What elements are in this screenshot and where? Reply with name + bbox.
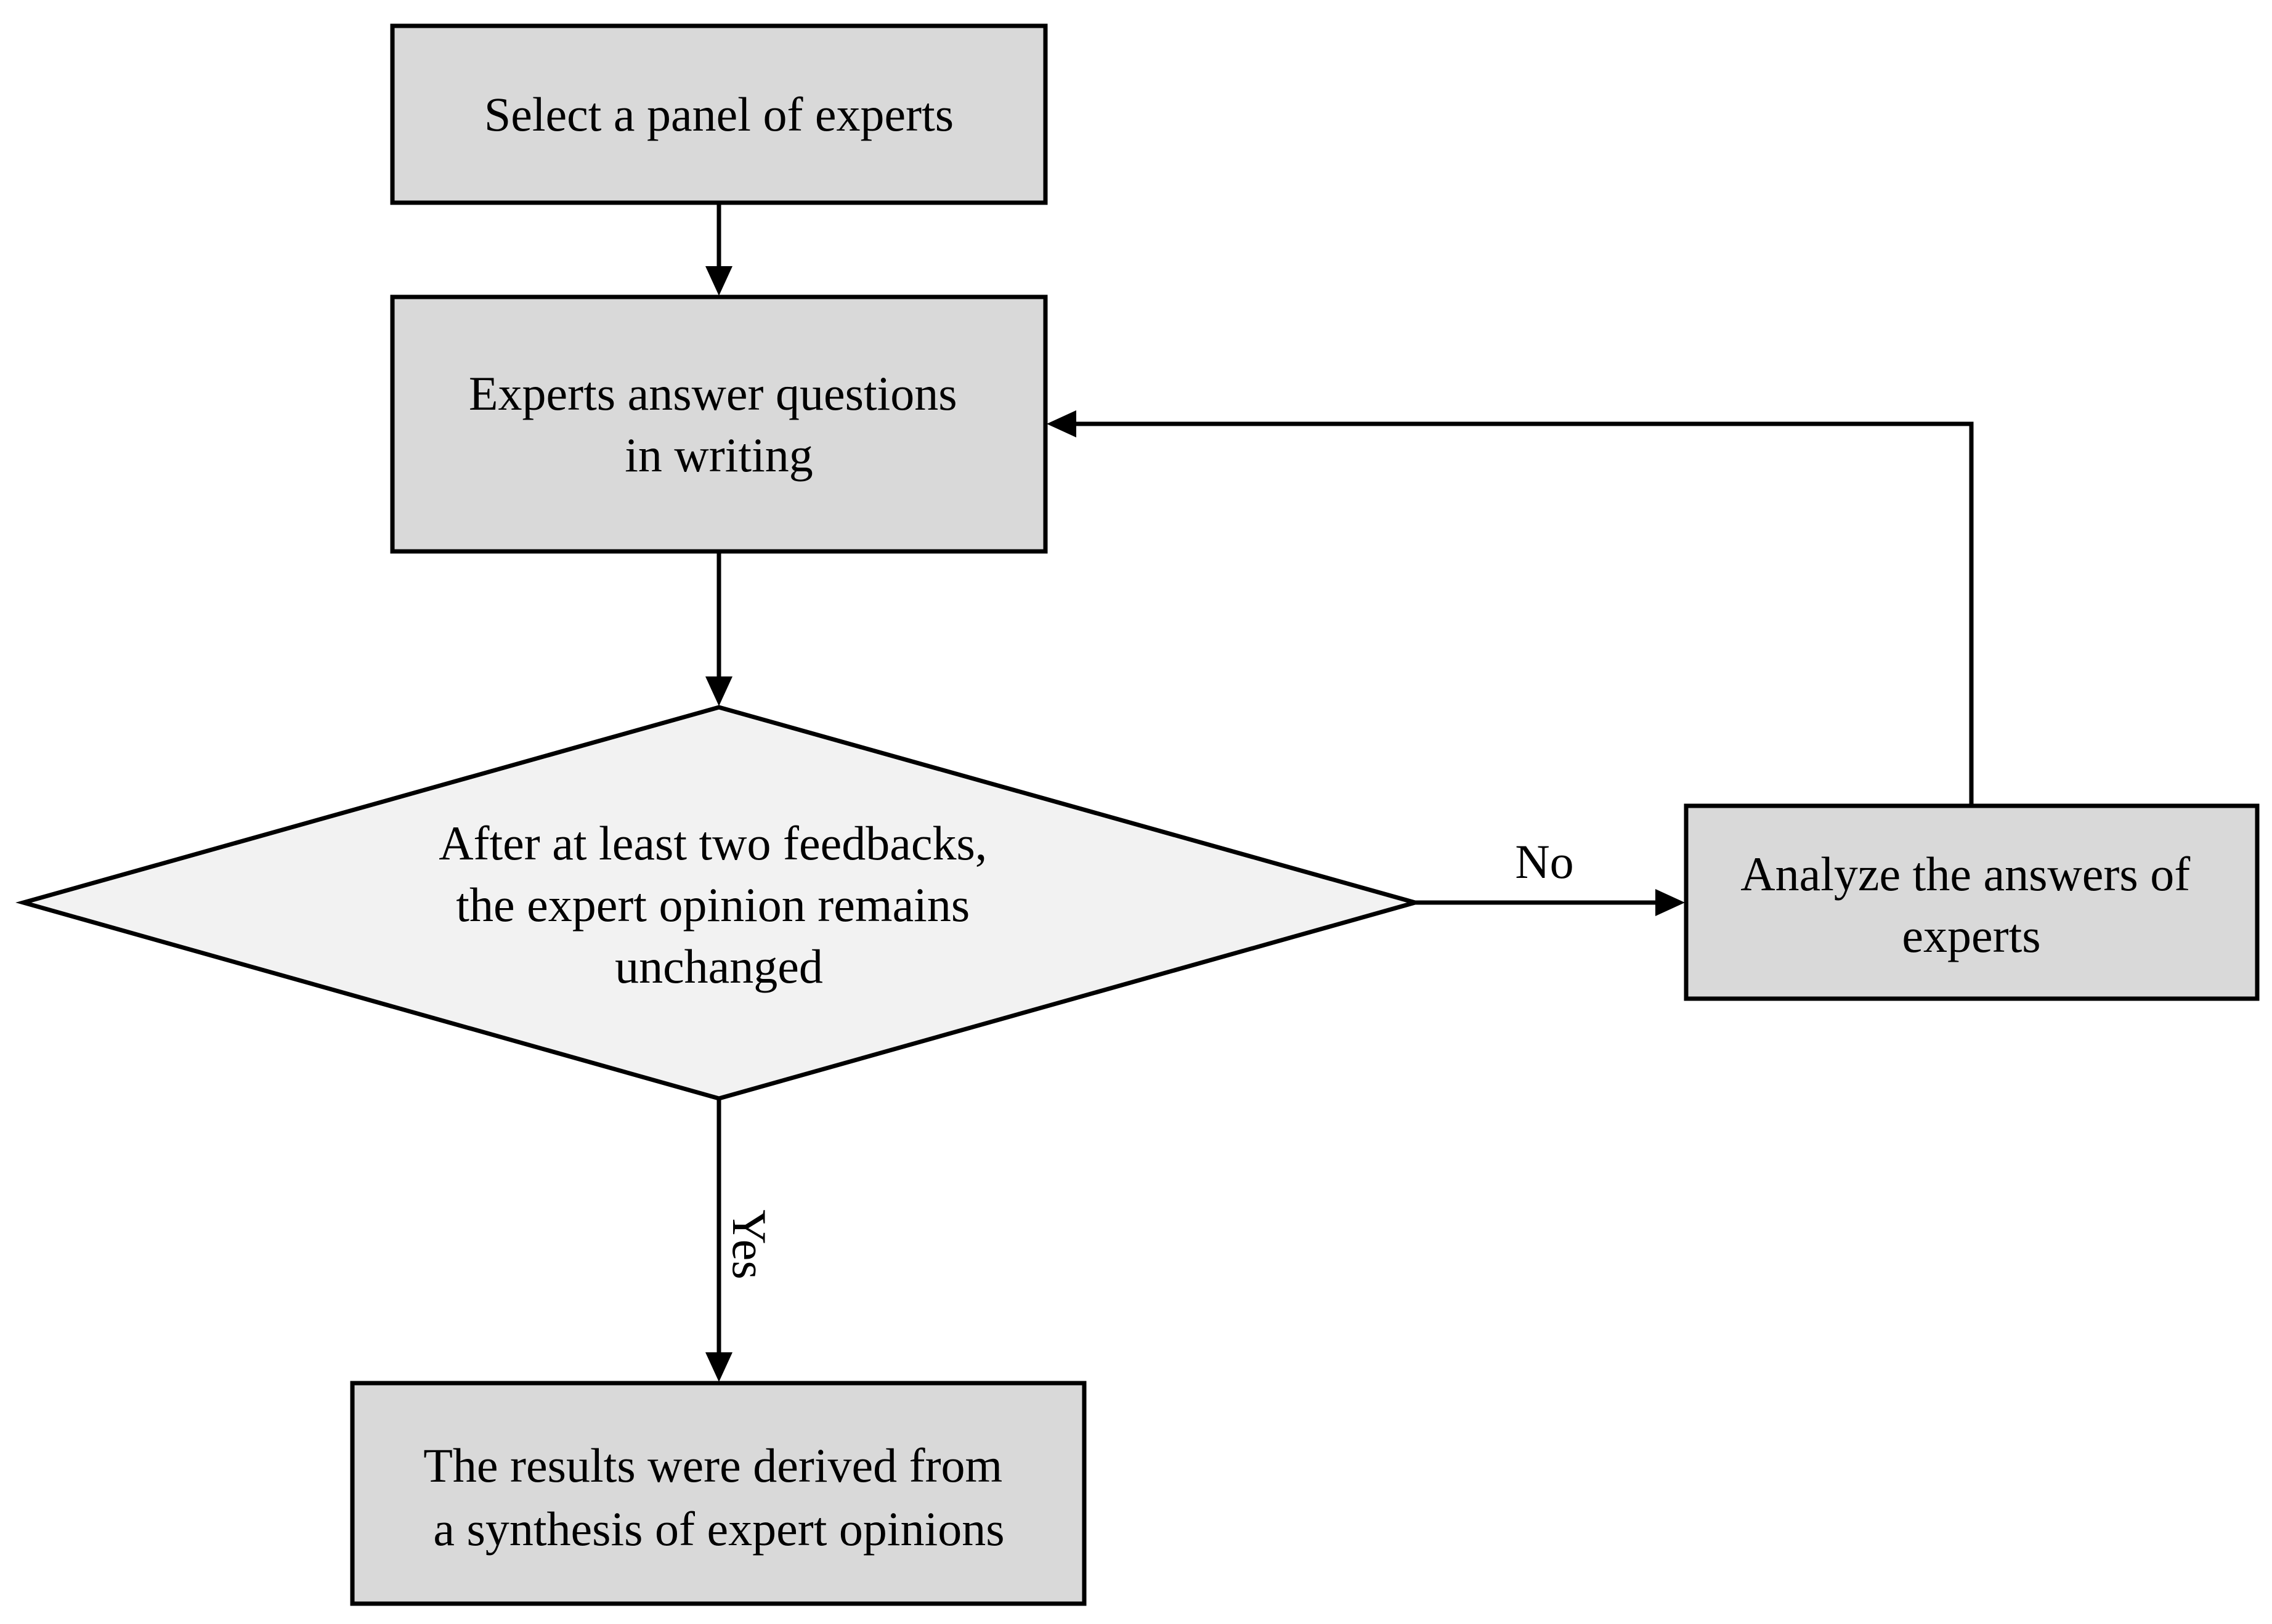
node-answer-questions: Experts answer questions in writing — [390, 294, 1048, 554]
node-select-panel: Select a panel of experts — [390, 23, 1048, 205]
results-label: The results were derived from a synthesi… — [423, 1439, 1014, 1556]
arrowhead-left-icon — [1047, 410, 1076, 437]
edge-select-to-answer — [705, 203, 732, 296]
answer-questions-line-2: in writing — [625, 428, 813, 482]
analyze-line-1: Analyze the answers of — [1740, 847, 2190, 901]
select-panel-box — [390, 23, 1048, 205]
arrowhead-right-icon — [1655, 889, 1685, 916]
answer-questions-box — [390, 294, 1048, 554]
node-analyze: Analyze the answers of experts — [1684, 803, 2260, 1001]
edge-analyze-to-answer-line — [1071, 421, 1974, 806]
results-box — [350, 1381, 1087, 1606]
results-line-1: The results were derived from — [423, 1439, 1002, 1492]
edge-answer-to-decision — [705, 551, 732, 706]
arrowhead-down-icon — [705, 676, 732, 706]
decision-line-2: the expert opinion remains — [456, 878, 970, 932]
arrowhead-down-icon — [705, 1352, 732, 1382]
answer-questions-label: Experts answer questions in writing — [469, 367, 969, 482]
analyze-box — [1684, 803, 2260, 1001]
decision-line-1: After at least two feedbacks, — [439, 816, 987, 870]
edge-decision-to-analyze: No — [1415, 835, 1685, 916]
edge-no-label: No — [1515, 835, 1573, 888]
decision-label: After at least two feedbacks, the expert… — [439, 816, 999, 993]
select-panel-label: Select a panel of experts — [484, 87, 954, 141]
edge-yes-label: Yes — [723, 1209, 776, 1280]
arrowhead-down-icon — [705, 266, 732, 296]
node-decision: After at least two feedbacks, the expert… — [15, 705, 1423, 1101]
edge-analyze-to-answer — [1047, 410, 1974, 806]
decision-line-3: unchanged — [615, 940, 823, 993]
analyze-line-2: experts — [1902, 909, 2040, 962]
results-line-2: a synthesis of expert opinions — [433, 1502, 1004, 1556]
edge-decision-to-results: Yes — [705, 1098, 776, 1382]
select-panel-line-1: Select a panel of experts — [484, 87, 954, 141]
answer-questions-line-1: Experts answer questions — [469, 367, 957, 420]
analyze-label: Analyze the answers of experts — [1740, 847, 2202, 962]
node-results: The results were derived from a synthesi… — [350, 1381, 1087, 1606]
